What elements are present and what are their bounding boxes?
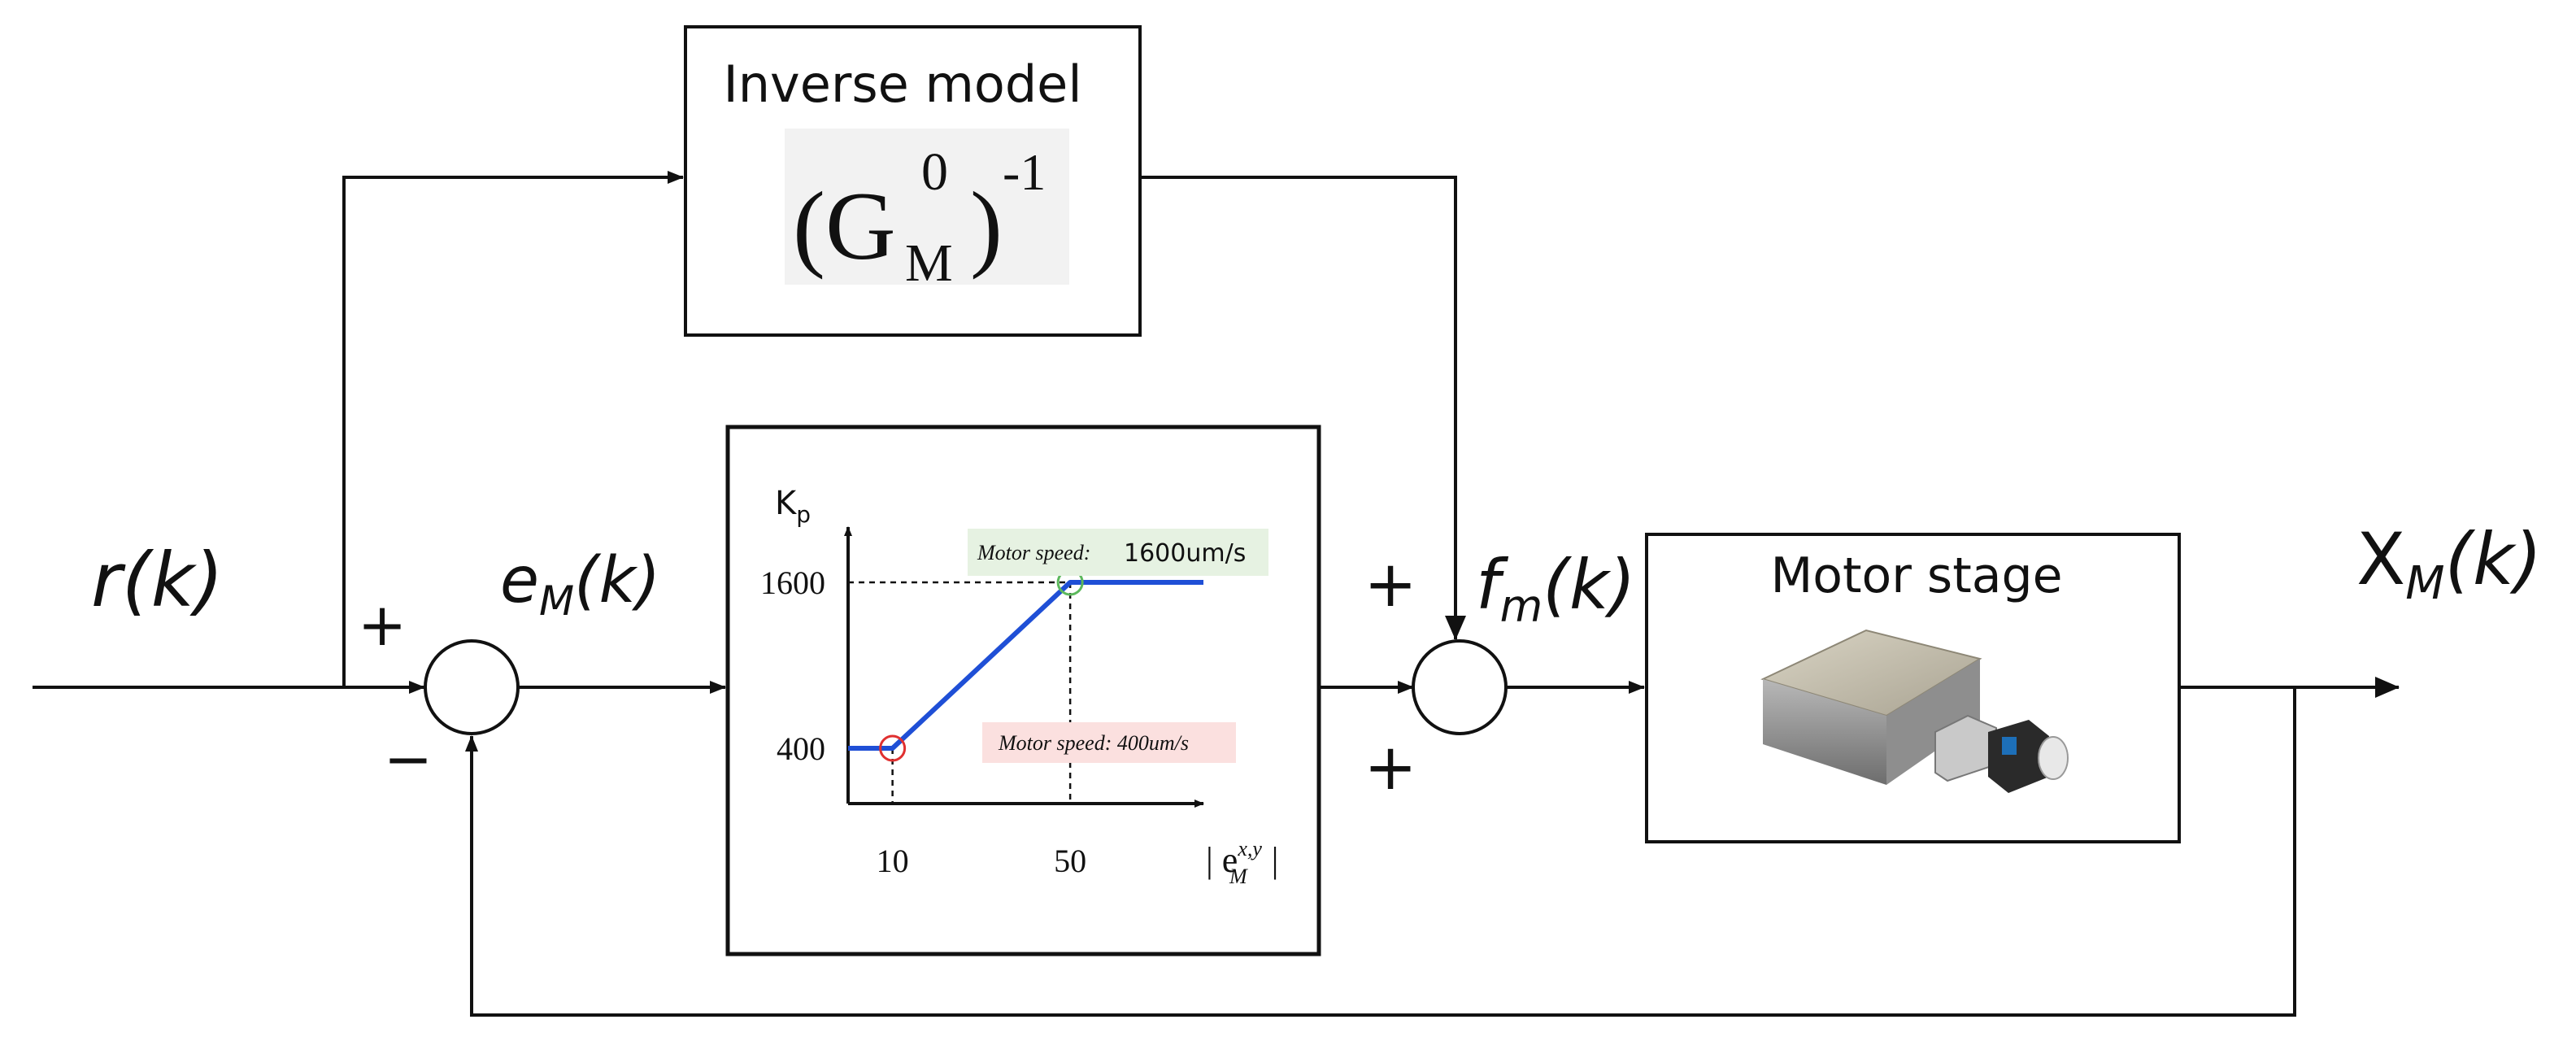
error-signal-arg: (k)	[574, 544, 660, 617]
output-signal-sub: M	[2405, 557, 2444, 610]
x-axis-label-sub: M	[1229, 865, 1248, 888]
x-axis-label-sup: x,y	[1237, 837, 1262, 861]
summing-junction-2	[1412, 639, 1508, 735]
feedback-wire	[465, 687, 2296, 1017]
inverse-model-formula: (G	[793, 172, 896, 280]
output-signal-label: XM(k)	[2356, 517, 2542, 610]
sum2-plus-sign-bottom: +	[1364, 731, 1416, 804]
annotation-value-0: 1600um/s	[1124, 539, 1246, 568]
input-signal-label: r(k)	[91, 537, 224, 624]
motor-endcap	[2038, 736, 2069, 780]
output-signal-arg: (k)	[2445, 517, 2543, 601]
y-tick-label-1: 1600	[760, 564, 825, 601]
input-signal-symbol: r	[91, 537, 126, 624]
annotation-text-1: Motor speed: 400um/s	[998, 731, 1189, 755]
motor-connector	[2002, 737, 2017, 755]
motor-stage-image	[1760, 629, 2069, 793]
annotation-text-0: Motor speed:	[977, 541, 1090, 564]
annotation-box-0	[968, 529, 1268, 576]
inverse-model-block: Inverse model (G 0 M ) -1	[684, 25, 1142, 337]
y-tick-label-0: 400	[777, 730, 825, 767]
y-axis-label: Kp	[775, 485, 811, 528]
stage-front-face	[1763, 679, 1886, 785]
sum1-plus-sign: +	[358, 590, 407, 659]
error-signal-sub: M	[539, 577, 574, 625]
inverse-model-title: Inverse model	[723, 54, 1081, 114]
stage-side-face	[1886, 659, 1980, 785]
formula-backdrop	[785, 129, 1069, 285]
error-signal-label: eM(k)	[500, 544, 660, 625]
formula-open: (G	[793, 172, 896, 280]
output-signal-symbol: X	[2356, 517, 2405, 601]
input-signal-arg: (k)	[122, 537, 224, 624]
error-signal-symbol: e	[500, 544, 539, 617]
x-tick-label-1: 50	[1054, 843, 1086, 879]
force-signal-label: fm(k)	[1476, 545, 1635, 632]
signal-wires	[33, 171, 2400, 1017]
feedforward-wire	[342, 171, 684, 687]
force-signal-sub: m	[1500, 581, 1543, 632]
motor-stage-title: Motor stage	[1770, 547, 2062, 604]
summing-junction-1	[424, 639, 520, 735]
sum2-plus-sign-top: +	[1364, 548, 1416, 621]
x-axis-label-main: | e	[1206, 840, 1238, 880]
gain-curve-line	[848, 580, 1203, 751]
y-axis-label-main: K	[775, 485, 798, 522]
annotation-box-1	[982, 722, 1236, 763]
sum1-minus-sign: −	[384, 725, 433, 793]
formula-close: )	[970, 172, 1003, 280]
formula-power: -1	[1003, 143, 1046, 201]
formula-sub: M	[905, 233, 953, 293]
force-signal-arg: (k)	[1543, 545, 1635, 625]
inverse-out-wire	[1140, 176, 1466, 640]
gain-schedule-frame	[725, 425, 1321, 956]
x-tick-label-0: 10	[877, 843, 909, 879]
formula-sup: 0	[921, 142, 948, 202]
annotation-marker-1	[879, 734, 907, 762]
motor-stage-block: Motor stage	[1645, 533, 2181, 843]
x-axis-label-end: |	[1272, 840, 1279, 880]
y-axis-label-sub: p	[796, 501, 811, 528]
